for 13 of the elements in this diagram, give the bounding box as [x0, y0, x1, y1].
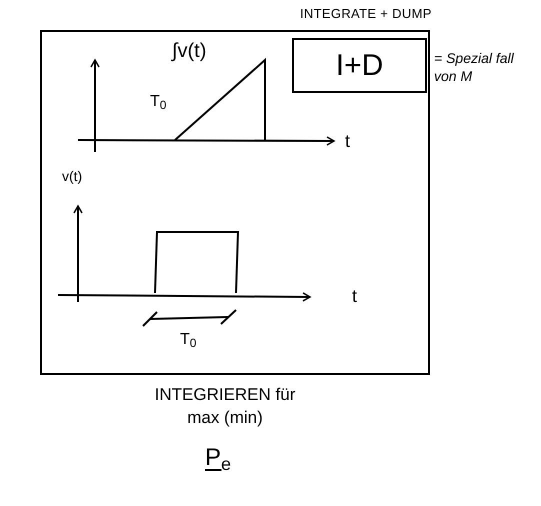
text-label: INTEGRIEREN für max (min): [154, 384, 296, 430]
labeled-box: [292, 38, 427, 93]
text-label: ∫v(t): [172, 39, 206, 64]
text-label: v(t): [62, 167, 82, 186]
text-label: INTEGRATE + DUMP: [300, 5, 432, 23]
text-label: t: [352, 285, 358, 308]
text-label: P$_{e}$: [205, 443, 232, 476]
text-label: T$_{0}$: [180, 330, 196, 352]
box-title: I+D: [336, 48, 384, 84]
text-label: t: [345, 130, 350, 153]
text-label: T$_{0}$: [150, 92, 166, 114]
frame-box: [40, 30, 430, 375]
text-label: = Spezial fall von M: [434, 50, 515, 85]
